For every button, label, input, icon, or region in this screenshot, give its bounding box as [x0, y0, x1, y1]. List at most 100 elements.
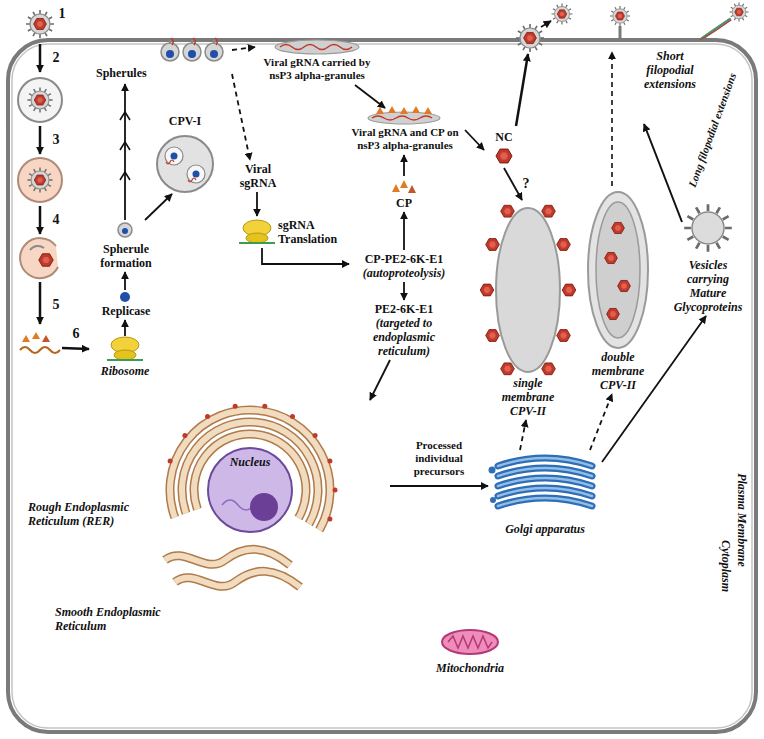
replication-icons	[107, 112, 275, 360]
process-arrow	[262, 248, 349, 264]
illustration-shape	[372, 116, 432, 120]
node-text: double membrane CPV-II	[578, 350, 658, 392]
node-text: CP	[390, 196, 418, 210]
illustration-shape	[618, 280, 631, 291]
illustration-shape	[610, 6, 630, 26]
ribosome-icon	[239, 220, 275, 243]
process-arrow	[403, 155, 405, 176]
illustration-shape	[188, 50, 196, 58]
illustration-shape	[424, 107, 432, 114]
spherules	[161, 38, 223, 61]
process-arrow	[504, 168, 522, 200]
illustration-shape	[588, 192, 648, 348]
process-arrow	[403, 212, 405, 250]
node-text: NC	[487, 130, 521, 144]
illustration-shape	[619, 26, 622, 40]
process-arrow	[145, 194, 172, 220]
spherule	[118, 223, 132, 237]
illustration-shape	[250, 493, 278, 521]
membrane-inner-line	[12, 44, 752, 728]
node-text: Viral gRNA and CP on nsP3 alpha-granules	[348, 126, 462, 152]
illustration-shape	[168, 404, 338, 522]
step-arrow	[39, 206, 42, 234]
acidified-endosome	[18, 158, 62, 202]
illustration-shape	[692, 212, 724, 244]
illustration-shape	[262, 404, 267, 409]
filopodia-label: Short filopodial extensions	[636, 49, 704, 91]
process-arrow	[124, 272, 126, 290]
glycoprotein-vesicle: Vesicles carrying Mature Glycoproteins	[666, 200, 750, 316]
illustration-shape	[290, 414, 295, 419]
glycoprotein-vesicle-illustration	[684, 204, 732, 252]
illustration-shape	[542, 205, 556, 217]
illustration-shape	[165, 147, 183, 165]
node-text: CP-PE2-6K-E1	[352, 252, 456, 266]
illustration-shape	[557, 239, 571, 251]
illustration-shape	[187, 165, 205, 183]
illustration-shape	[408, 185, 416, 193]
membrane-label: Plasma Membrane	[735, 473, 749, 567]
illustration-shape	[333, 488, 338, 493]
node-text: PE2-6K-E1	[363, 302, 445, 316]
illustration-shape	[400, 180, 408, 188]
node-text: Golgi apparatus	[491, 522, 599, 536]
process-arrow	[403, 282, 405, 300]
capsid-subunit	[32, 332, 40, 339]
ribosome: Ribosome	[92, 336, 158, 380]
cpv-ii-single-illustration	[480, 205, 576, 374]
mitochondrion	[442, 630, 498, 654]
illustration-shape	[175, 571, 300, 587]
node-text: Viral gRNA carried by nsP3 alpha-granule…	[258, 56, 376, 82]
illustration-shape	[496, 149, 512, 163]
illustration-shape	[605, 252, 618, 263]
illustration-shape	[171, 153, 178, 160]
step-arrow	[62, 348, 89, 349]
illustration-shape	[729, 2, 748, 21]
illustration-shape	[166, 160, 196, 182]
illustration-shape	[644, 124, 682, 222]
illustration-shape	[275, 40, 359, 54]
process-arrow	[370, 360, 390, 400]
fused-endosome	[20, 238, 58, 278]
step-arrow	[39, 44, 42, 72]
illustration-shape	[486, 239, 500, 251]
callout-number: 1	[59, 7, 66, 21]
process-arrow	[590, 394, 612, 450]
replicase-dot	[120, 292, 130, 302]
node-text: Viral sgRNA	[235, 162, 281, 190]
illustration-shape	[157, 136, 213, 192]
illustration-shape	[562, 284, 576, 296]
illustration-shape	[486, 330, 500, 342]
process-arrow	[465, 130, 484, 150]
illustration-shape	[480, 284, 494, 296]
organelle-label: Mitochondria	[436, 661, 504, 675]
illustration-shape	[233, 404, 238, 409]
nucleocapsid: NC	[484, 128, 524, 168]
illustration-shape	[448, 636, 492, 648]
illustration-shape	[700, 19, 731, 40]
node-text: single membrane CPV-II	[488, 376, 568, 418]
step-arrow	[39, 126, 42, 154]
edge-label: Processed individual precursors	[392, 439, 486, 478]
golgi-illustration	[489, 458, 593, 506]
illustration-shape	[596, 202, 640, 338]
illustration-shape	[498, 458, 592, 506]
illustration-shape	[552, 4, 573, 25]
illustration-shape	[412, 106, 420, 113]
er-and-nucleus	[165, 404, 338, 587]
virion	[26, 10, 54, 38]
callout-number: 6	[73, 327, 80, 341]
node-text: Smooth Endoplasmic Reticulum	[55, 605, 175, 633]
connector-group	[125, 47, 706, 486]
illustration-shape	[222, 500, 254, 510]
illustration-shape	[175, 571, 300, 587]
illustration-shape	[501, 363, 515, 375]
process-arrow	[256, 192, 258, 216]
illustration-shape	[501, 205, 515, 217]
replicase: Replicase	[95, 290, 157, 320]
illustration-shape	[171, 38, 217, 45]
illustration-shape	[183, 43, 201, 61]
assembly-and-budding	[516, 2, 749, 222]
node-text: (autoproteolysis)	[352, 266, 456, 280]
cpv-ii-double: double membrane CPV-II	[575, 190, 661, 394]
